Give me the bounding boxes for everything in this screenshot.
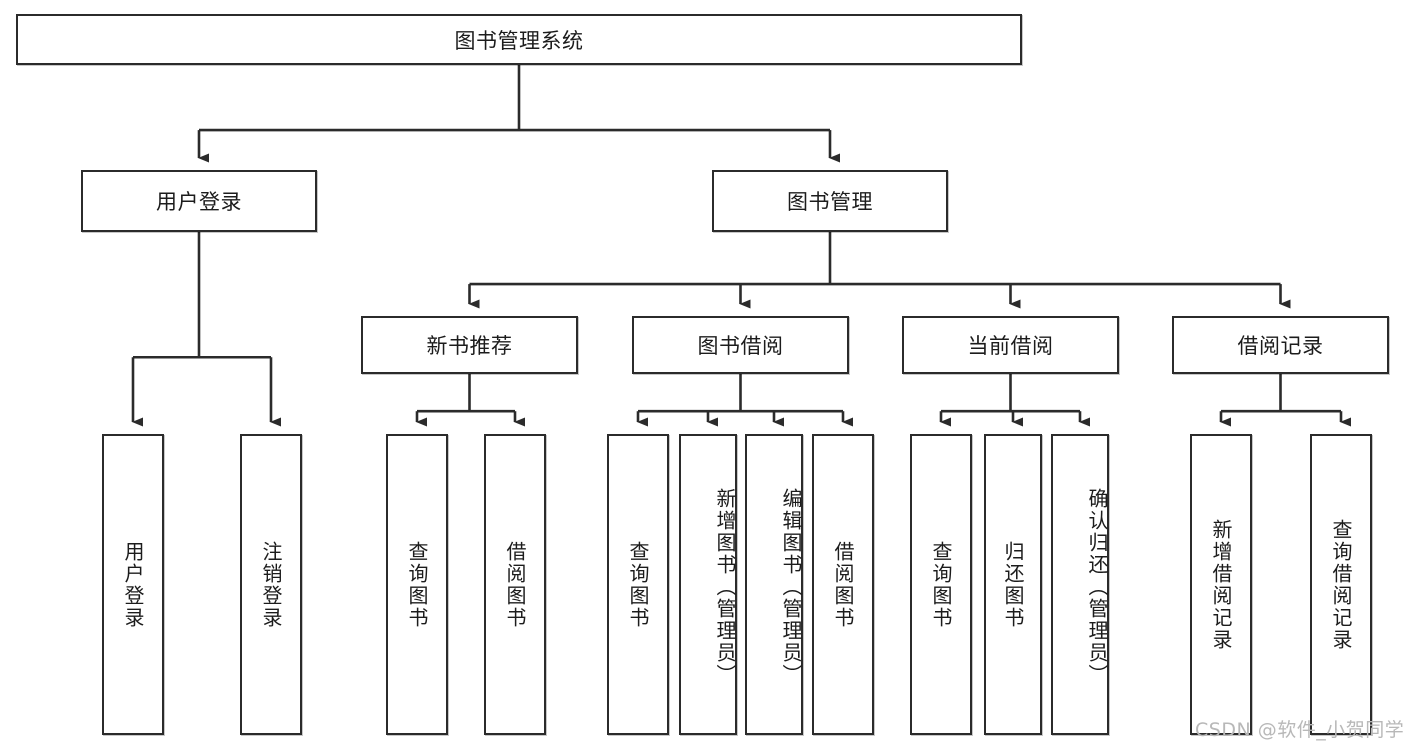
- node-label: 图书管理: [787, 190, 873, 214]
- node-root[interactable]: 图书管理系统: [16, 14, 1022, 65]
- node-leaf-user-logout[interactable]: 注销登录: [240, 434, 302, 735]
- node-label: 借阅图书: [831, 540, 855, 629]
- node-leaf-confirm-return[interactable]: 确认归还（管理员）: [1051, 434, 1109, 735]
- node-label: 当前借阅: [967, 334, 1054, 358]
- node-book-borrow[interactable]: 图书借阅: [632, 316, 849, 374]
- node-leaf-return-book[interactable]: 归还图书: [984, 434, 1042, 735]
- node-label: 查询图书: [929, 540, 953, 629]
- node-label: 用户登录: [156, 190, 242, 214]
- node-leaf-query-record[interactable]: 查询借阅记录: [1310, 434, 1372, 735]
- node-label: 借阅记录: [1237, 334, 1324, 358]
- node-borrow-record[interactable]: 借阅记录: [1172, 316, 1389, 374]
- node-label: 归还图书: [1001, 540, 1025, 629]
- node-label: 新增借阅记录: [1209, 518, 1233, 651]
- node-label: 新书推荐: [426, 334, 513, 358]
- node-book-manage[interactable]: 图书管理: [712, 170, 948, 232]
- node-leaf-user-login[interactable]: 用户登录: [102, 434, 164, 735]
- node-leaf-borrow-book-1[interactable]: 借阅图书: [484, 434, 546, 735]
- node-leaf-edit-book[interactable]: 编辑图书（管理员）: [745, 434, 803, 735]
- node-leaf-query-book-2[interactable]: 查询图书: [607, 434, 669, 735]
- node-label: 注销登录: [259, 540, 283, 629]
- node-label: 查询图书: [626, 540, 650, 629]
- node-leaf-query-book-3[interactable]: 查询图书: [910, 434, 972, 735]
- node-current-borrow[interactable]: 当前借阅: [902, 316, 1119, 374]
- node-label: 用户登录: [121, 540, 145, 629]
- node-label: 新增图书（管理员）: [713, 487, 737, 686]
- node-label: 查询图书: [405, 540, 429, 629]
- node-new-book-rec[interactable]: 新书推荐: [361, 316, 578, 374]
- node-label: 查询借阅记录: [1329, 518, 1353, 651]
- node-leaf-borrow-book-2[interactable]: 借阅图书: [812, 434, 874, 735]
- node-label: 编辑图书（管理员）: [779, 487, 803, 686]
- node-label: 图书管理系统: [454, 28, 584, 53]
- node-label: 借阅图书: [503, 540, 527, 629]
- edge-group: [131, 65, 1351, 427]
- node-user-login[interactable]: 用户登录: [81, 170, 317, 232]
- node-leaf-query-book-1[interactable]: 查询图书: [386, 434, 448, 735]
- node-leaf-add-record[interactable]: 新增借阅记录: [1190, 434, 1252, 735]
- node-leaf-add-book[interactable]: 新增图书（管理员）: [679, 434, 737, 735]
- node-label: 确认归还（管理员）: [1085, 487, 1109, 686]
- node-label: 图书借阅: [697, 334, 784, 358]
